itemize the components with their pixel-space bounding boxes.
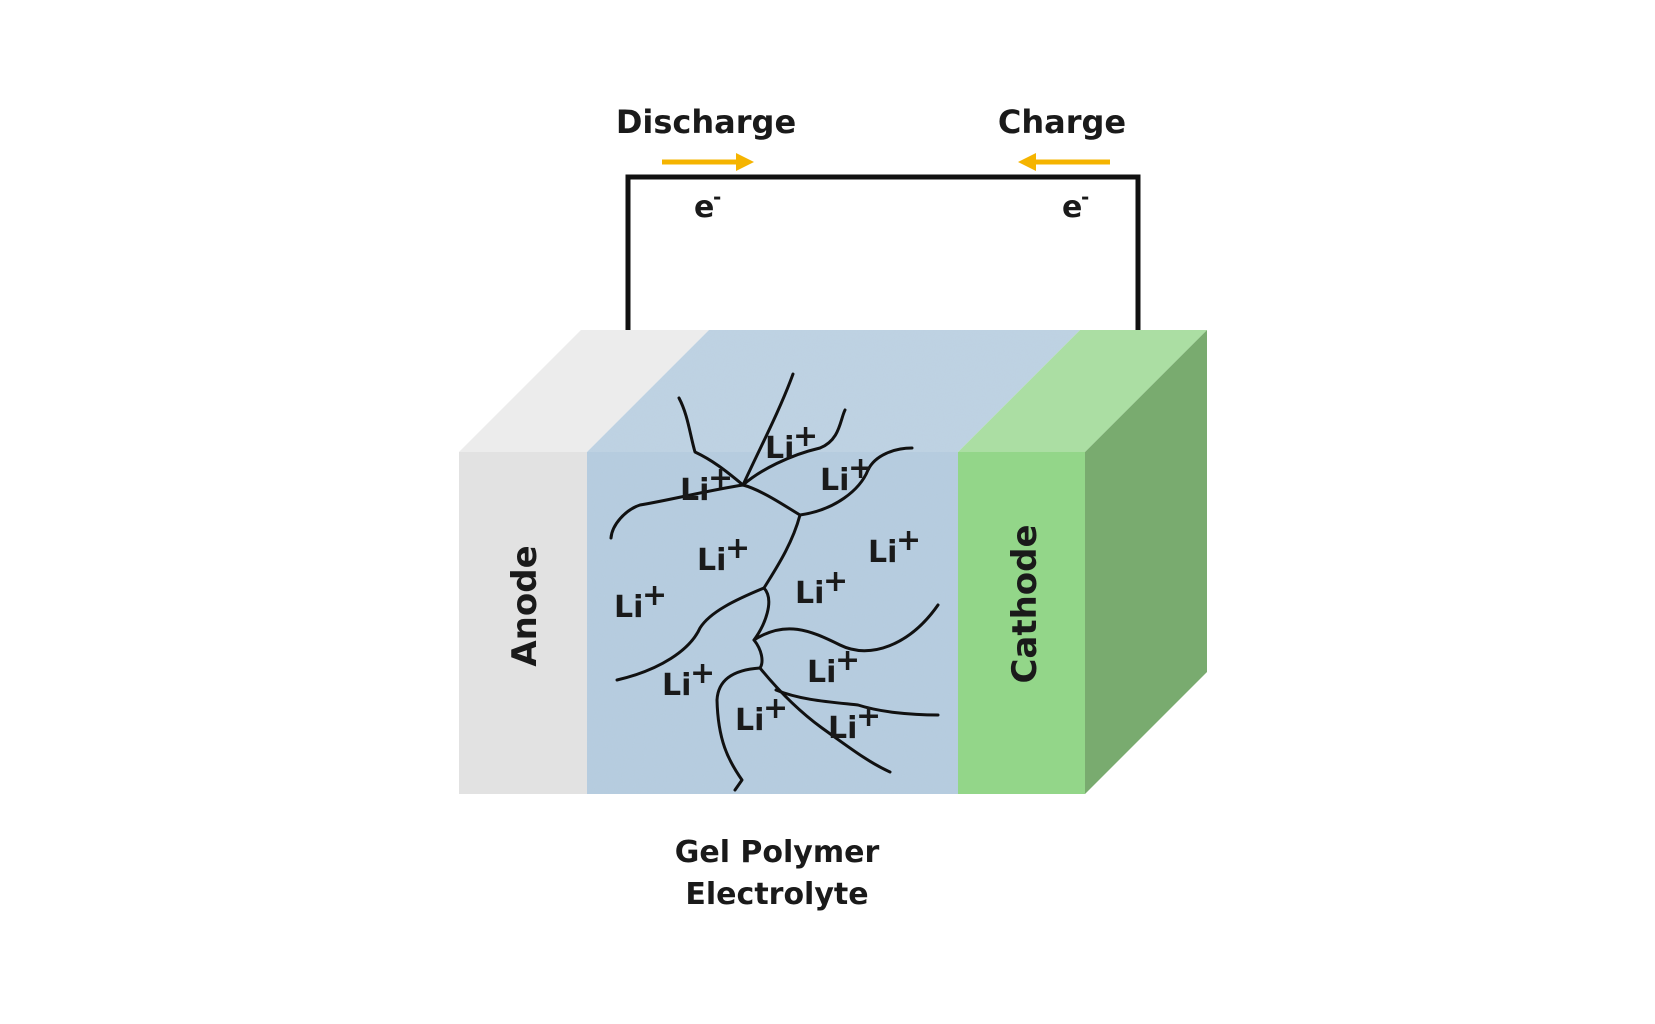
li-ion: Li +: [662, 656, 715, 703]
svg-text:Li: Li: [807, 655, 836, 690]
arrow-left-icon: [1018, 153, 1110, 171]
svg-text:Li: Li: [680, 473, 709, 508]
li-ion: Li +: [807, 643, 860, 690]
svg-text:+: +: [708, 461, 733, 496]
svg-text:+: +: [835, 643, 860, 678]
svg-text:Li: Li: [697, 543, 726, 578]
cathode-top-face: [958, 330, 1207, 452]
svg-text:e: e: [1062, 190, 1082, 225]
anode-top-face: [459, 330, 709, 452]
svg-text:Li: Li: [614, 590, 643, 625]
li-ion: Li +: [697, 531, 750, 578]
svg-text:-: -: [713, 185, 721, 209]
li-ion: Li +: [680, 461, 733, 508]
electron-label-right: e -: [1062, 185, 1089, 225]
svg-text:Li: Li: [735, 703, 764, 738]
li-ion: Li +: [795, 564, 848, 611]
electrolyte-texture: [587, 330, 1080, 794]
svg-text:+: +: [848, 451, 873, 486]
li-ion: Li +: [828, 699, 881, 746]
svg-text:+: +: [823, 564, 848, 599]
svg-text:Li: Li: [828, 711, 857, 746]
electrolyte-caption-line1: Gel Polymer: [675, 835, 880, 870]
svg-text:+: +: [690, 656, 715, 691]
anode-label: Anode: [505, 545, 545, 666]
external-circuit-wire: [625, 174, 1141, 330]
anode-front-face: [459, 452, 587, 794]
electron-label-left: e -: [694, 185, 721, 225]
svg-text:Li: Li: [820, 463, 849, 498]
svg-text:Li: Li: [795, 576, 824, 611]
polymer-chains: [609, 372, 940, 792]
svg-text:+: +: [763, 691, 788, 726]
svg-text:+: +: [642, 578, 667, 613]
svg-text:+: +: [793, 419, 818, 454]
svg-text:-: -: [1081, 185, 1089, 209]
li-ion: Li +: [614, 578, 667, 625]
svg-text:+: +: [856, 699, 881, 734]
li-ion: Li +: [735, 691, 788, 738]
svg-text:+: +: [725, 531, 750, 566]
electrolyte-caption-line2: Electrolyte: [685, 877, 868, 912]
li-ion: Li +: [868, 523, 921, 570]
li-ion: Li +: [820, 451, 873, 498]
cathode-side-face: [1085, 330, 1207, 794]
li-ion: Li +: [765, 419, 818, 466]
svg-text:+: +: [896, 523, 921, 558]
cathode-front-face: [958, 452, 1085, 794]
discharge-label: Discharge: [616, 103, 796, 141]
svg-text:Li: Li: [662, 668, 691, 703]
charge-label: Charge: [998, 103, 1126, 141]
svg-text:e: e: [694, 190, 714, 225]
svg-text:Li: Li: [868, 535, 897, 570]
svg-text:Li: Li: [765, 431, 794, 466]
cathode-label: Cathode: [1005, 524, 1045, 683]
arrow-right-icon: [662, 153, 754, 171]
